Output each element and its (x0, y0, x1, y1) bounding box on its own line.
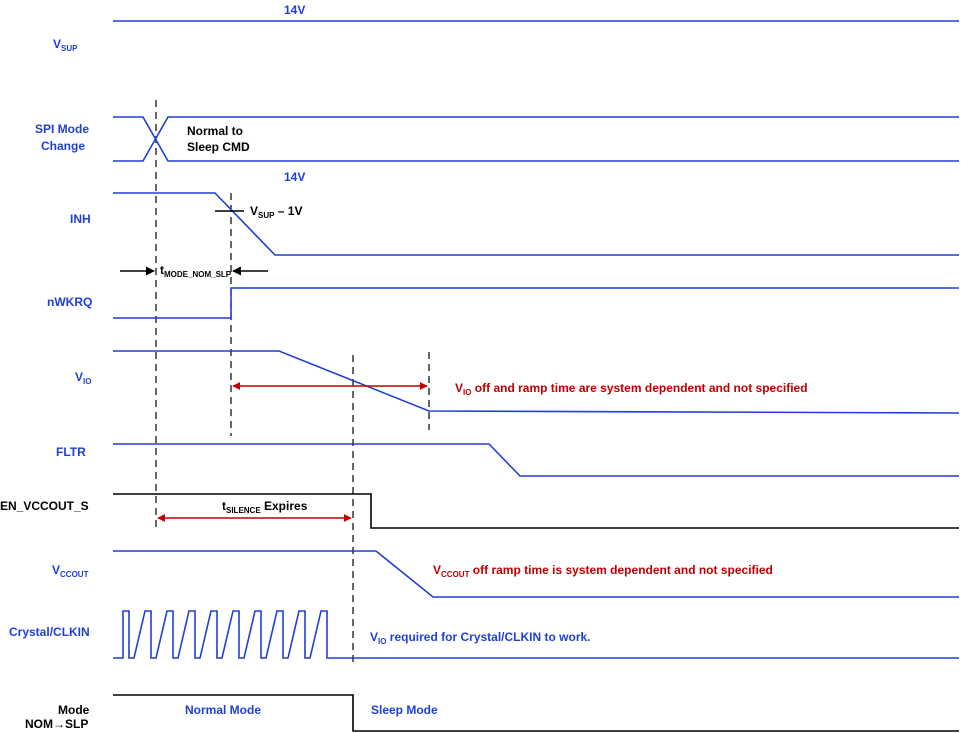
vio-waveform (113, 350, 960, 414)
spi-row: SPI Mode Change Normal to Sleep CMD (35, 116, 959, 162)
fltr-waveform (113, 443, 959, 477)
vccout-label: VCCOUT (52, 563, 89, 579)
crystal-label: Crystal/CLKIN (9, 625, 90, 639)
normal-mode-label: Normal Mode (185, 703, 261, 717)
en-vccout-waveform (113, 493, 959, 529)
tmode-annotation: tMODE_NOM_SLP (120, 263, 268, 279)
fltr-label: FLTR (56, 445, 86, 459)
inh-waveform (113, 192, 959, 256)
spi-waveform-lower (113, 116, 959, 162)
inh-label: INH (70, 212, 91, 226)
inh-threshold-label: VSUP – 1V (250, 204, 303, 220)
spi-label-line2: Change (41, 139, 85, 153)
spi-command-line2: Sleep CMD (187, 140, 250, 154)
crystal-clock-waveform (113, 610, 959, 659)
vio-label: VIO (75, 370, 91, 386)
spi-command-line1: Normal to (187, 124, 243, 138)
mode-row: Mode NOM→SLP Normal Mode Sleep Mode (25, 694, 959, 732)
nwkrq-waveform (113, 287, 959, 319)
vio-note: VIO off and ramp time are system depende… (455, 381, 808, 397)
vio-row: VIO VIO off and ramp time are system dep… (75, 350, 960, 414)
tmode-label: tMODE_NOM_SLP (160, 263, 232, 279)
vccout-waveform (113, 550, 959, 598)
inh-level: 14V (284, 170, 305, 184)
nwkrq-label: nWKRQ (47, 295, 92, 309)
vsup-row: VSUP 14V (53, 3, 959, 53)
sleep-mode-label: Sleep Mode (371, 703, 438, 717)
en-vccout-label: EN_VCCOUT_S (0, 499, 89, 513)
vccout-row: VCCOUT VCCOUT off ramp time is system de… (52, 550, 959, 598)
vsup-level: 14V (284, 3, 305, 17)
fltr-row: FLTR (56, 443, 959, 477)
mode-label-line1: Mode (58, 703, 90, 717)
crystal-row: Crystal/CLKIN VIO required for Crystal/C… (9, 610, 959, 659)
mode-waveform (113, 694, 959, 732)
vsup-label: VSUP (53, 37, 78, 53)
tsilence-label: tSILENCE Expires (222, 499, 308, 515)
time-markers (155, 100, 430, 662)
vccout-note: VCCOUT off ramp time is system dependent… (433, 563, 773, 579)
spi-label-line1: SPI Mode (35, 122, 89, 136)
inh-row: INH 14V VSUP – 1V (70, 170, 959, 256)
en-vccout-row: EN_VCCOUT_S tSILENCE Expires (0, 493, 959, 529)
crystal-note: VIO required for Crystal/CLKIN to work. (370, 630, 591, 646)
nwkrq-row: nWKRQ (47, 287, 959, 319)
mode-label-line2: NOM→SLP (25, 717, 88, 731)
